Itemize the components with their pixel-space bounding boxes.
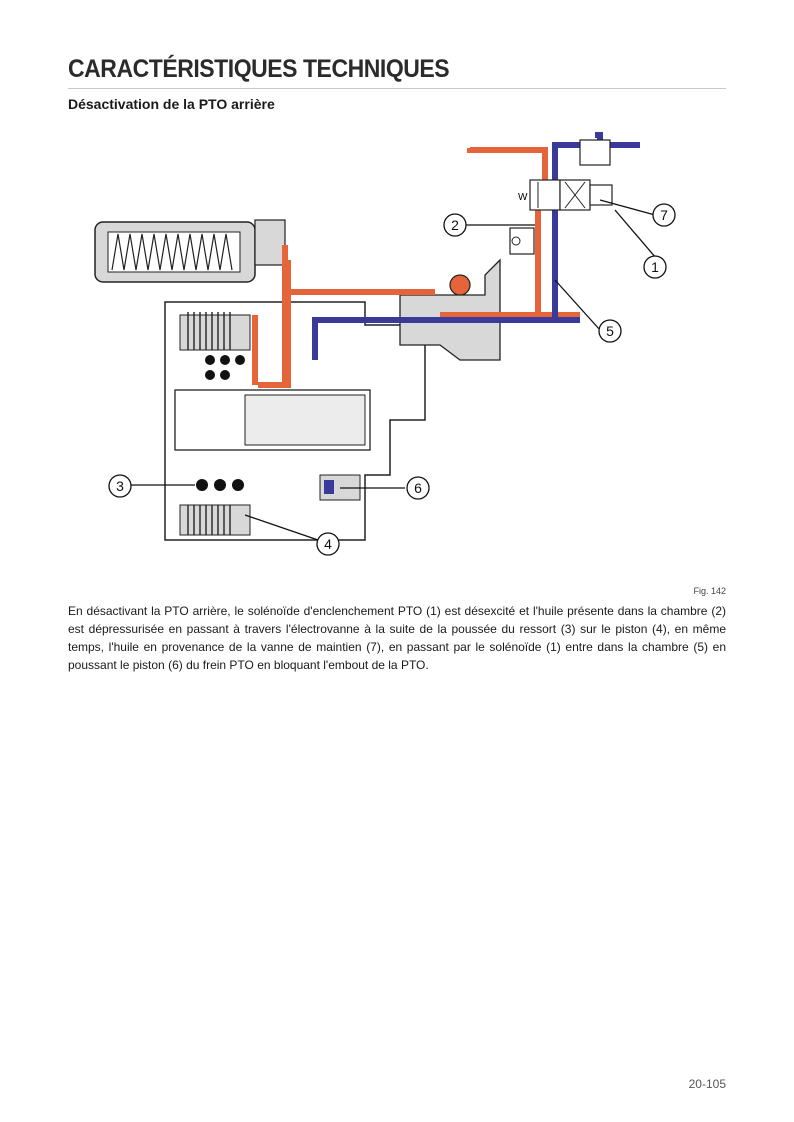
page-number: 20-105 <box>688 1077 726 1091</box>
page-title: CARACTÉRISTIQUES TECHNIQUES <box>68 55 450 83</box>
figure-caption: Fig. 142 <box>693 586 726 596</box>
callout-5: 5 <box>598 319 622 343</box>
valve-w-label: W <box>518 192 528 203</box>
pto-housing <box>164 301 426 541</box>
valve-block <box>399 258 501 361</box>
solenoid-valve-symbol: W <box>518 139 613 211</box>
svg-text:6: 6 <box>414 480 422 496</box>
svg-text:1: 1 <box>651 259 659 275</box>
callout-7: 7 <box>652 203 676 227</box>
section-subtitle: Désactivation de la PTO arrière <box>68 96 275 112</box>
callout-2: 2 <box>443 213 467 237</box>
callout-6: 6 <box>406 476 430 500</box>
spring-housing <box>94 219 286 283</box>
check-valve-symbol <box>509 227 535 255</box>
svg-text:3: 3 <box>116 478 124 494</box>
body-paragraph: En désactivant la PTO arrière, le soléno… <box>68 604 726 672</box>
title-divider <box>68 88 726 89</box>
svg-text:5: 5 <box>606 323 614 339</box>
svg-text:4: 4 <box>324 536 332 552</box>
hydraulic-diagram: W 1 2 3 <box>80 120 700 570</box>
callout-1: 1 <box>643 255 667 279</box>
svg-text:7: 7 <box>660 207 668 223</box>
callout-4: 4 <box>316 532 340 556</box>
svg-text:2: 2 <box>451 217 459 233</box>
callout-3: 3 <box>108 474 132 498</box>
